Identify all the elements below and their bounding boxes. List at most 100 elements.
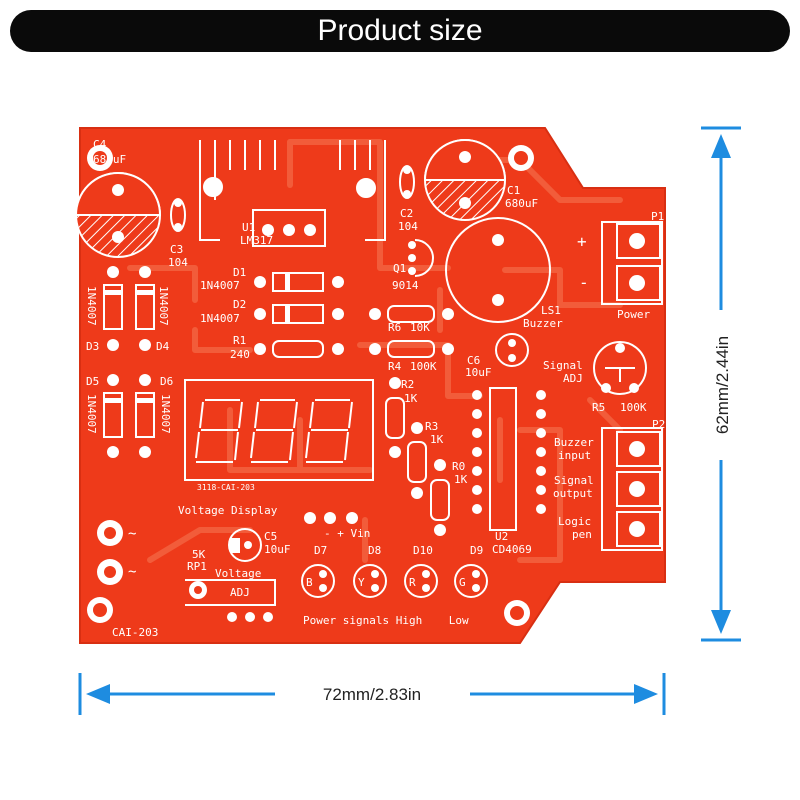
buzzer-input-label-2: input bbox=[558, 449, 591, 462]
d3-label: D3 bbox=[86, 340, 99, 353]
seven-segment-display bbox=[184, 379, 374, 481]
d3-value: 1N4007 bbox=[85, 286, 98, 326]
c3-label: C3 bbox=[170, 243, 183, 256]
page-title: Product size bbox=[10, 10, 790, 52]
d6-footprint bbox=[135, 374, 155, 458]
p1-terminal-block bbox=[601, 221, 663, 305]
rp1-trimmer bbox=[185, 579, 276, 622]
u1-label: U1 bbox=[242, 221, 255, 234]
d2-value: 1N4007 bbox=[200, 312, 240, 325]
d9-label: D9 bbox=[470, 544, 483, 557]
c6-footprint bbox=[495, 333, 529, 367]
d2-footprint bbox=[254, 304, 344, 324]
d1-footprint bbox=[254, 272, 344, 292]
c2-footprint bbox=[399, 165, 415, 199]
d1-value: 1N4007 bbox=[200, 279, 240, 292]
cai-label: CAI-203 bbox=[112, 626, 158, 639]
voltage-display-label: Voltage Display bbox=[178, 504, 278, 517]
c4-capacitor bbox=[74, 172, 162, 258]
c1-value: 680uF bbox=[505, 197, 538, 210]
signal-output-label-1: Signal bbox=[554, 474, 594, 487]
u2-ic-footprint bbox=[472, 387, 546, 531]
buzzer-input-label-1: Buzzer bbox=[554, 436, 594, 449]
d7-label: D7 bbox=[314, 544, 327, 557]
logic-pen-label-2: pen bbox=[572, 528, 592, 541]
c4-label: C4 bbox=[93, 138, 107, 151]
c1-capacitor bbox=[423, 139, 507, 221]
u2-label: U2 bbox=[495, 530, 508, 543]
u2-value: CD4069 bbox=[492, 543, 532, 556]
r3-label: R3 bbox=[425, 420, 438, 433]
led-r-label: R bbox=[409, 576, 416, 589]
d6-value: 1N4007 bbox=[159, 394, 172, 434]
r1-label: R1 bbox=[233, 334, 246, 347]
led-row-label: Power signals High Low bbox=[303, 614, 469, 627]
r1-footprint bbox=[254, 340, 344, 358]
width-label: 72mm/2.83in bbox=[323, 685, 421, 704]
c6-label: C6 bbox=[467, 354, 480, 367]
d3-footprint bbox=[103, 266, 123, 351]
q1-footprint bbox=[408, 239, 434, 277]
heatsink-outline bbox=[199, 140, 386, 241]
c4-value: 680uF bbox=[93, 153, 126, 166]
r5-label: R5 bbox=[592, 401, 605, 414]
logic-pen-label-1: Logic bbox=[558, 515, 591, 528]
r2-label: R2 bbox=[401, 378, 414, 391]
p1-plus: + bbox=[577, 232, 587, 251]
led-pads bbox=[319, 570, 480, 592]
mounting-hole bbox=[87, 597, 113, 623]
display-pads bbox=[304, 512, 358, 524]
q1-label: Q1 bbox=[393, 262, 406, 275]
d10-label: D10 bbox=[413, 544, 433, 557]
c5-footprint bbox=[228, 528, 262, 562]
signal-label: Signal bbox=[543, 359, 583, 372]
p2-label: P2 bbox=[652, 418, 665, 431]
height-label: 62mm/2.44in bbox=[713, 336, 732, 434]
ac-label-1: ~ bbox=[128, 526, 136, 542]
rp1-value: 5K bbox=[192, 548, 206, 561]
d5-label: D5 bbox=[86, 375, 99, 388]
c2-value: 104 bbox=[398, 220, 418, 233]
adj-label: ADJ bbox=[230, 586, 250, 599]
d4-label: D4 bbox=[156, 340, 170, 353]
c1-label: C1 bbox=[507, 184, 520, 197]
r3-value: 1K bbox=[430, 433, 444, 446]
r2-value: 1K bbox=[404, 392, 418, 405]
signal-output-label-2: output bbox=[553, 487, 593, 500]
rp1-label: RP1 bbox=[187, 560, 207, 573]
ac-input-pads bbox=[97, 520, 123, 585]
c5-label: C5 bbox=[264, 530, 277, 543]
r6-label: R6 bbox=[388, 321, 401, 334]
p2-terminal-block bbox=[601, 427, 663, 551]
vin-label: - + Vin bbox=[324, 527, 370, 540]
d8-label: D8 bbox=[368, 544, 381, 557]
r5-value: 100K bbox=[620, 401, 647, 414]
u1-pads bbox=[262, 224, 316, 236]
mounting-hole bbox=[87, 145, 113, 171]
voltage-label: Voltage bbox=[215, 567, 261, 580]
r4-footprint bbox=[369, 340, 454, 358]
c6-value: 10uF bbox=[465, 366, 492, 379]
buzzer-footprint bbox=[445, 217, 551, 323]
mounting-holes bbox=[87, 145, 534, 626]
power-label: Power bbox=[617, 308, 650, 321]
c5-value: 10uF bbox=[264, 543, 291, 556]
r4-label: R4 bbox=[388, 360, 402, 373]
d5-value: 1N4007 bbox=[85, 394, 98, 434]
u1-footprint bbox=[252, 209, 326, 247]
r5-potentiometer bbox=[593, 341, 647, 395]
p1-minus: - bbox=[579, 273, 589, 292]
r0-footprint bbox=[430, 459, 450, 536]
led-b-label: B bbox=[306, 576, 313, 589]
r6-footprint bbox=[369, 305, 454, 323]
width-dimension bbox=[78, 673, 666, 715]
mounting-hole bbox=[504, 600, 530, 626]
d5-footprint bbox=[103, 374, 123, 458]
mounting-hole bbox=[508, 145, 534, 171]
d4-value: 1N4007 bbox=[157, 286, 170, 326]
r4-value: 100K bbox=[410, 360, 437, 373]
r1-value: 240 bbox=[230, 348, 250, 361]
led-footprints bbox=[301, 564, 488, 598]
signal-adj-label: ADJ bbox=[563, 372, 583, 385]
